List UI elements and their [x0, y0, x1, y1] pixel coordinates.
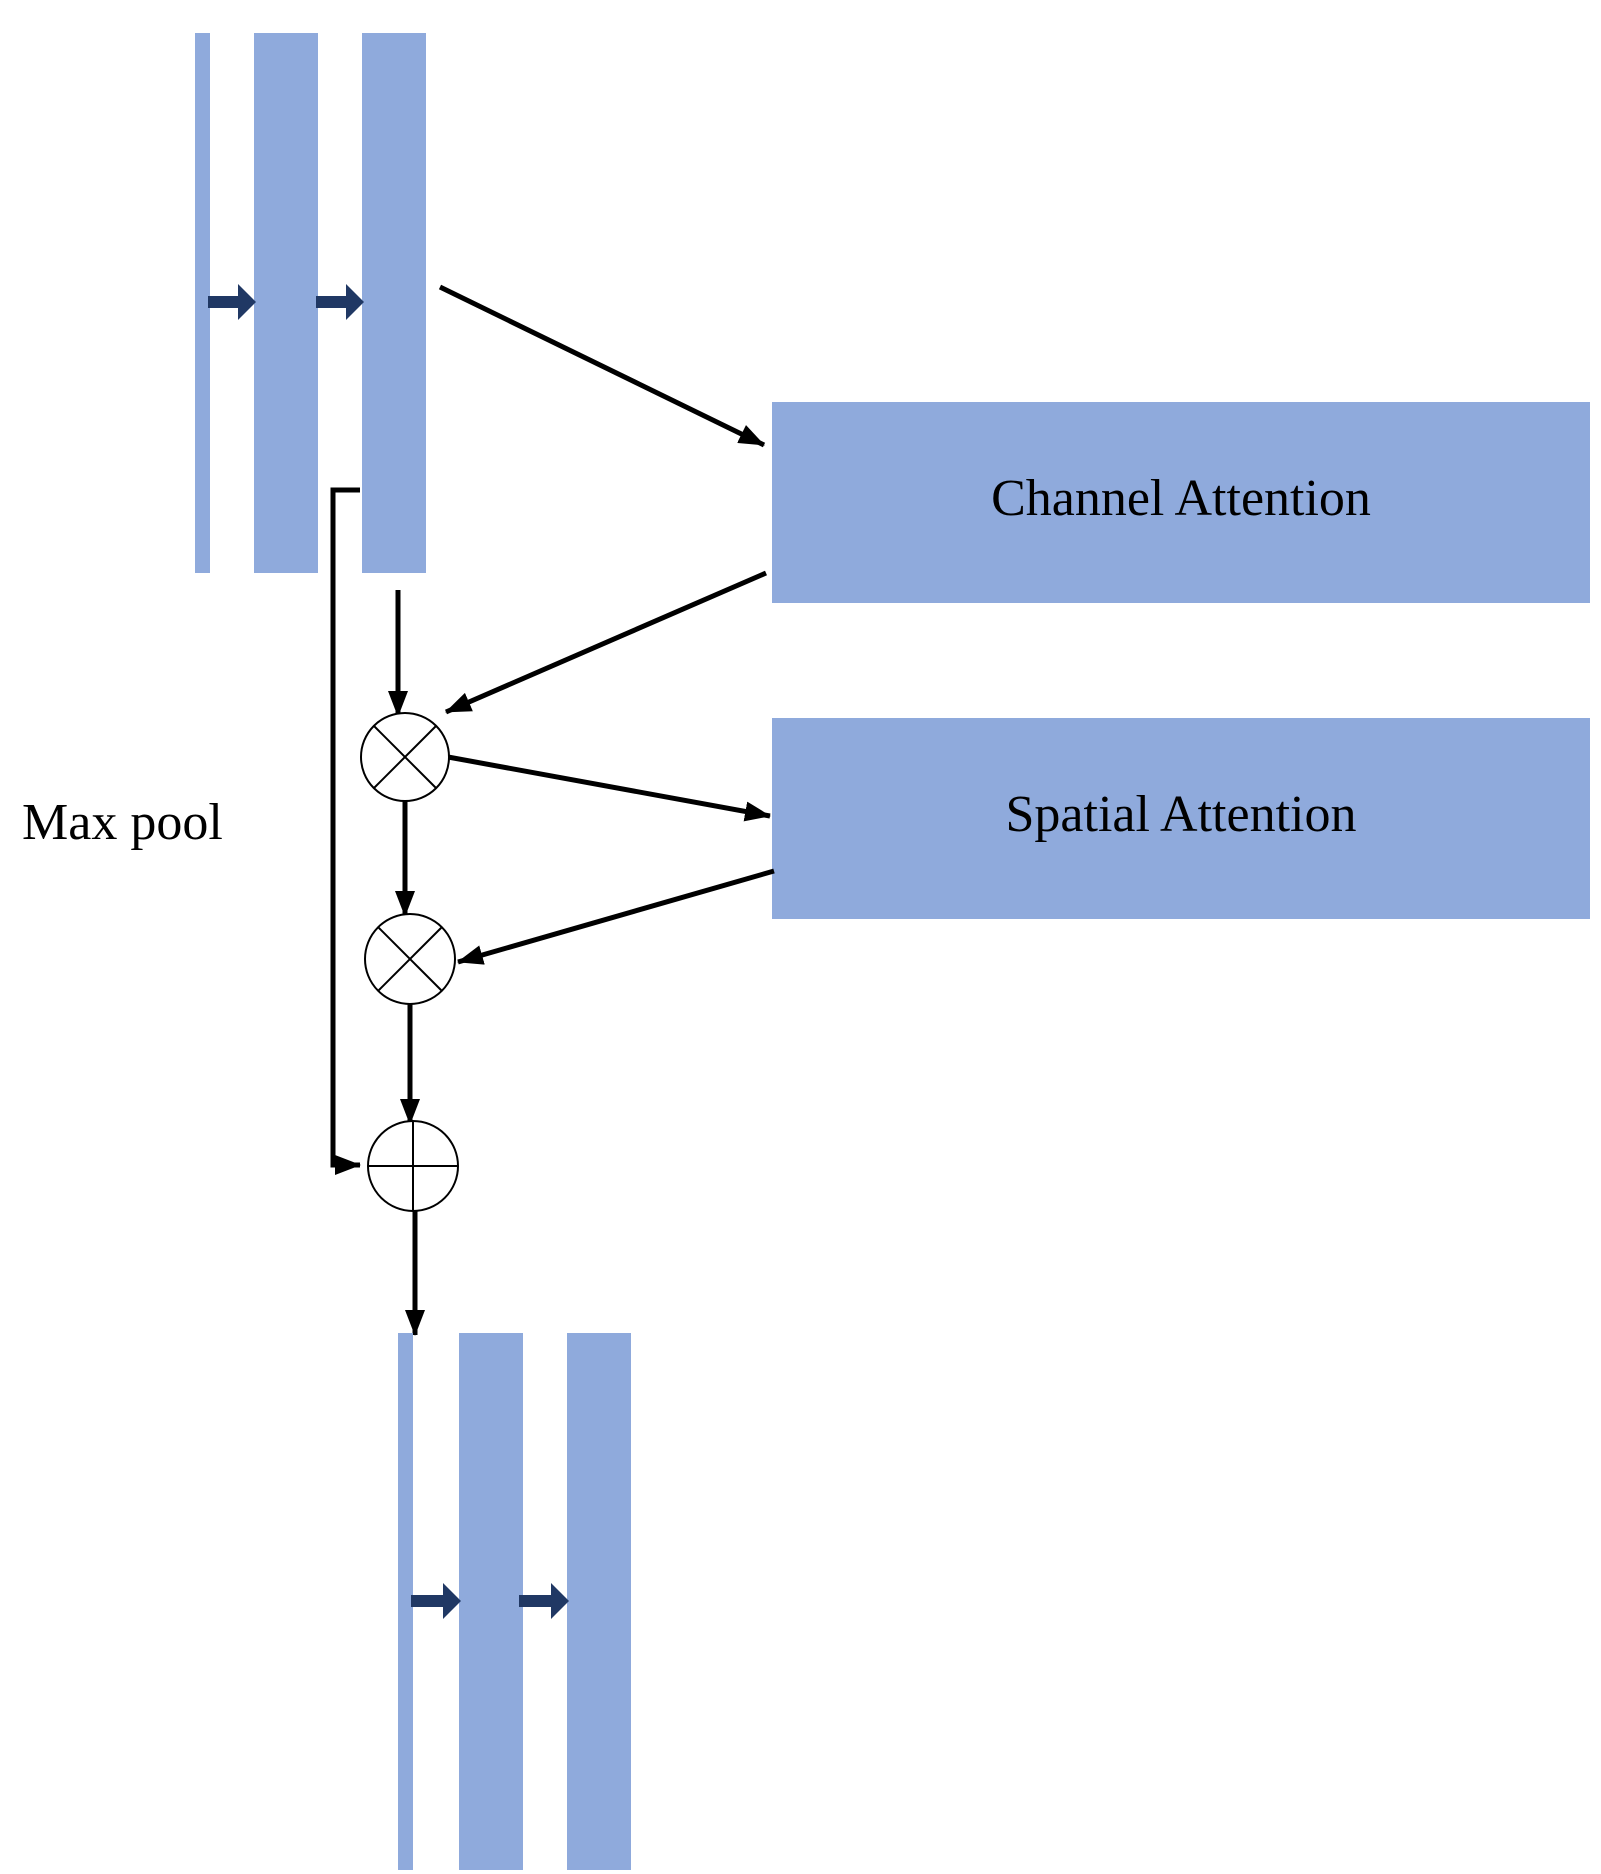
- multiply-operator-1: [360, 712, 450, 802]
- flow-arrow-icon: [411, 1583, 461, 1619]
- output-feature-slice-1: [459, 1333, 523, 1870]
- multiply-operator-2: [364, 913, 456, 1005]
- spatial-attention-module: Spatial Attention: [772, 718, 1590, 919]
- output-feature-slice-thin: [398, 1333, 413, 1870]
- output-feature-maps: [398, 1333, 631, 1870]
- arrow-input-to-channel-attention: [438, 284, 766, 448]
- input-feature-slice-2: [362, 33, 426, 573]
- spatial-attention-label: Spatial Attention: [1006, 786, 1357, 843]
- flow-arrow-icon: [316, 284, 364, 320]
- arrow-spatial-attention-to-multiply-2: [457, 868, 775, 965]
- input-feature-slice-1: [254, 33, 318, 573]
- flow-arrow-icon: [519, 1583, 569, 1619]
- input-feature-slice-thin: [195, 33, 210, 573]
- channel-attention-label: Channel Attention: [991, 470, 1371, 527]
- output-feature-slice-2: [567, 1333, 631, 1870]
- connections: [330, 284, 775, 1336]
- skip-connection-max-pool: [330, 487, 361, 1175]
- flow-arrow-icon: [208, 284, 256, 320]
- arrow-multiply-1-to-spatial-attention: [447, 754, 771, 822]
- max-pool-label: Max pool: [22, 794, 223, 851]
- add-operator: [367, 1120, 459, 1212]
- arrow-channel-attention-to-multiply-1: [445, 570, 767, 715]
- input-feature-maps: [195, 33, 426, 573]
- channel-attention-module: Channel Attention: [772, 402, 1590, 603]
